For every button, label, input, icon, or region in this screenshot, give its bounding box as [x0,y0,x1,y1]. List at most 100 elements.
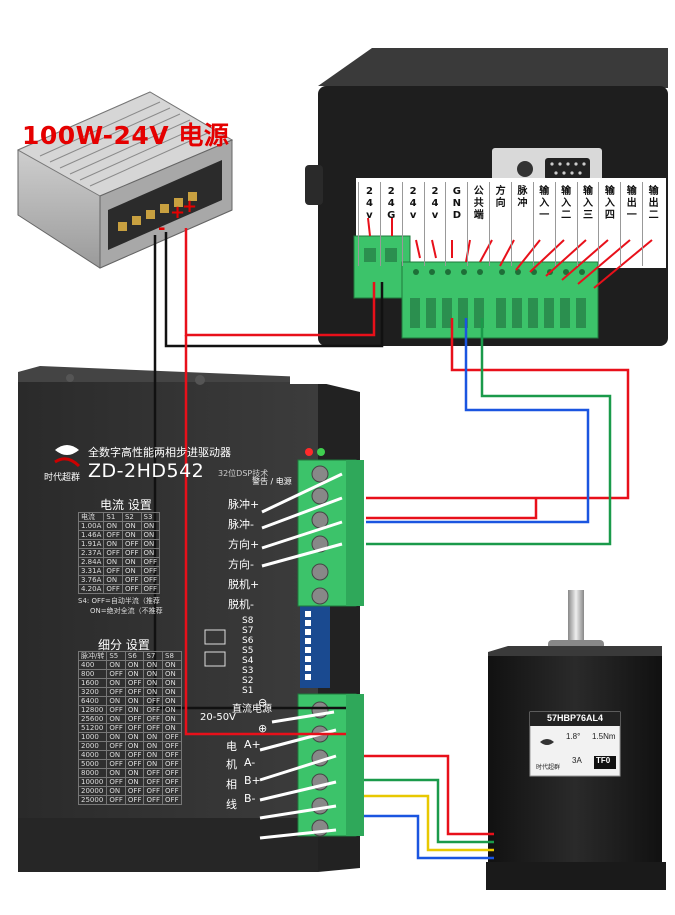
motor-terminal-label: A+ [244,738,261,751]
current-table-cell: OFF [103,548,123,558]
micro-table-cell: ON [106,696,126,706]
current-table-cell: ON [121,566,142,576]
current-title: 电流 设置 [100,498,152,512]
micro-table-cell: ON [162,696,182,706]
micro-table-cell: OFF [143,696,164,706]
power-plus-label: ⊕ [258,722,268,735]
micro-table-cell: OFF [162,768,182,778]
motor-label-1: 电 [226,740,237,753]
micro-table-cell: 1000 [77,732,108,742]
micro-table-cell: 5000 [77,759,108,769]
micro-table-cell: OFF [162,759,182,769]
micro-table-cell: OFF [124,786,145,796]
current-table-cell: ON [140,548,161,558]
micro-table-cell: 12800 [77,705,108,715]
wire-dir-blue [366,318,590,524]
wire-b-minus-blue [364,814,494,860]
micro-table-header-cell: S7 [143,651,164,661]
psu-title: 100W-24V 电源 [22,121,230,150]
motor-brand: 时代超群 [536,764,561,771]
micro-table-cell: OFF [162,786,182,796]
micro-table-cell: ON [106,786,126,796]
wire-common-red [366,318,630,500]
wires [153,228,630,860]
current-table-cell: ON [121,521,142,531]
controller-terminal-label: 输出一 [620,182,642,266]
motor-step: 1.8° [566,732,581,741]
micro-table-cell: OFF [162,741,182,751]
motor-current: 3A [572,756,582,765]
micro-table-cell: OFF [143,786,164,796]
micro-table-cell: ON [106,678,126,688]
signal-label: 脱机- [228,598,254,611]
dip-label: S6 [242,636,254,646]
micro-table-cell: ON [124,696,145,706]
micro-table-cell: OFF [143,714,164,724]
micro-table-cell: ON [124,777,145,787]
micro-table-cell: ON [106,660,126,670]
current-table-cell: OFF [103,530,123,540]
micro-table-header-cell: S6 [124,651,145,661]
controller-terminal-label: 脉冲 [511,182,533,266]
micro-table-cell: ON [143,732,164,742]
micro-table-cell: OFF [124,678,145,688]
controller-terminal-label: 输入一 [532,182,555,266]
current-table-cell: OFF [140,575,161,585]
current-table-cell: OFF [121,539,142,549]
micro-table-cell: OFF [162,795,182,805]
motor-label-3: 相 [226,778,237,791]
motor-label-4: 线 [226,798,237,811]
current-table-cell: 4.20A [77,584,105,594]
micro-table-header-cell: S5 [106,651,126,661]
micro-table-cell: OFF [143,723,164,733]
micro-table-header-cell: S8 [162,651,182,661]
micro-table-cell: OFF [162,732,182,742]
micro-table-cell: 8000 [77,768,108,778]
micro-table-cell: ON [162,678,182,688]
micro-table-cell: OFF [124,759,145,769]
micro-table-cell: OFF [162,750,182,760]
current-table-cell: ON [140,539,161,549]
micro-table-cell: OFF [106,723,126,733]
power-minus-label: ⊖ [258,696,268,709]
driver-dsp: 32位DSP技术 [218,469,269,478]
motor-model: 57HBP76AL4 [546,713,604,723]
s4-note-1: S4: OFF=自动半流（推荐 [78,597,160,605]
micro-table-cell: OFF [106,795,126,805]
controller-terminal-label: 输入四 [598,182,620,266]
micro-table-cell: OFF [143,768,164,778]
micro-table-cell: ON [124,732,145,742]
micro-table-cell: ON [143,741,164,751]
micro-table-cell: 25600 [77,714,108,724]
dip-label: S5 [242,646,254,656]
driver-brand: 时代超群 [44,473,81,483]
micro-table-cell: ON [124,660,145,670]
dip-label: S1 [242,686,254,696]
signal-label: 脱机+ [228,578,260,591]
current-table-cell: ON [140,530,161,540]
micro-table-cell: 2000 [77,741,108,751]
micro-table-cell: ON [162,660,182,670]
dc-power-label: 直流电源 [232,704,272,715]
psu-pos-label-1: + [170,202,186,223]
micro-table-cell: ON [143,660,164,670]
dip-label: S7 [242,626,254,636]
current-table-cell: ON [140,521,161,531]
micro-table-cell: ON [162,714,182,724]
